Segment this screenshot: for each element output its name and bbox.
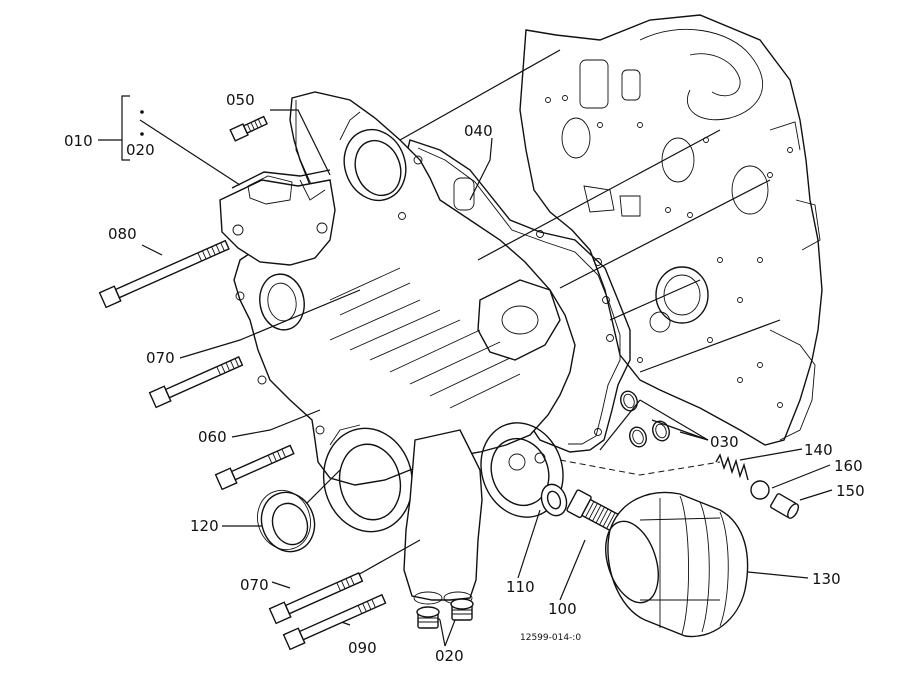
label-110: 110: [506, 578, 535, 596]
spring-140: [715, 453, 749, 481]
label-080: 080: [108, 225, 137, 243]
label-020-upper: 020: [126, 141, 155, 159]
bolt-080: [98, 239, 230, 309]
plug-020-right: [450, 598, 474, 621]
bolt-070-upper: [148, 355, 244, 409]
engine-block: [519, 14, 823, 446]
label-070-lower: 070: [240, 576, 269, 594]
label-120: 120: [190, 517, 219, 535]
label-060: 060: [198, 428, 227, 446]
label-130: 130: [812, 570, 841, 588]
label-020-lower: 020: [435, 647, 464, 665]
ring-110: [540, 483, 568, 517]
label-010: 010: [64, 132, 93, 150]
label-070-upper: 070: [146, 349, 175, 367]
seal-120: [257, 489, 316, 553]
label-030: 030: [710, 433, 739, 451]
plug-150: [770, 493, 800, 519]
label-040: 040: [464, 122, 493, 140]
housing-010: [219, 169, 336, 266]
fitting-100: [566, 489, 622, 533]
label-150: 150: [836, 482, 865, 500]
bolt-060: [214, 444, 295, 491]
crank-bore: [322, 424, 414, 533]
label-100: 100: [548, 600, 577, 618]
o-rings-030: [620, 390, 670, 448]
oil-filter-130: [605, 491, 749, 638]
part-labels: 010 020 050 040 080 070 060 120 070 090 …: [64, 91, 865, 665]
label-140: 140: [804, 441, 833, 459]
label-090: 090: [348, 639, 377, 657]
ball-160: [750, 480, 770, 500]
label-050: 050: [226, 91, 255, 109]
bolt-090: [282, 593, 387, 651]
bolt-050: [229, 115, 268, 142]
bolt-070-lower: [268, 571, 364, 625]
drawing-number: 12599-014-:0: [520, 633, 581, 643]
plug-020-left: [416, 606, 440, 629]
label-160: 160: [834, 457, 863, 475]
